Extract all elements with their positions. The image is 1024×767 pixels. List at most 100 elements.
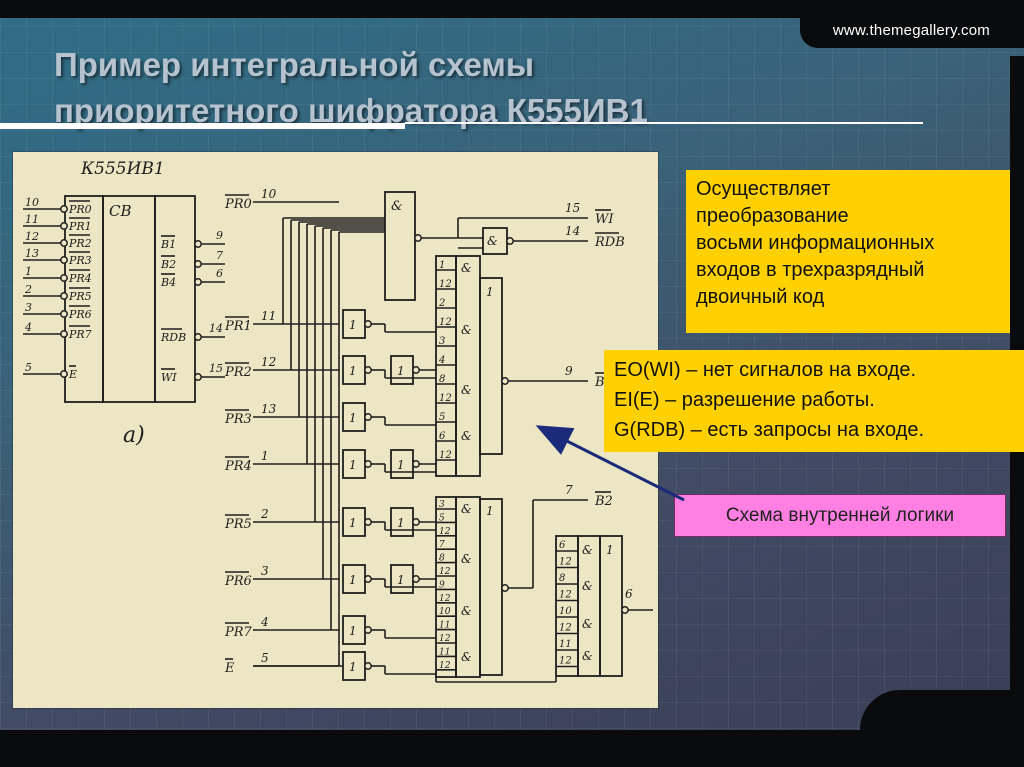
output-pin: 14 xyxy=(565,224,580,238)
chip-input-bubble xyxy=(60,330,68,338)
chip-input-name: PR2 xyxy=(68,237,92,250)
chip-input-pin: 13 xyxy=(25,247,39,260)
chip-output-pin: 15 xyxy=(209,362,223,375)
inverter-output xyxy=(364,366,372,374)
group-2-input-pin: 11 xyxy=(439,647,450,657)
signal-line-1: EO(WI) – нет сигналов на входе. xyxy=(614,359,917,381)
input-name: PR2 xyxy=(224,365,252,380)
chip-input-pin: 1 xyxy=(25,265,32,278)
group-2-input-pin: 8 xyxy=(439,554,445,564)
chip-output-pin: 7 xyxy=(216,249,223,262)
chip-input-bubble xyxy=(60,310,68,318)
input-name: E xyxy=(224,661,235,676)
title-underline-thick xyxy=(0,123,405,129)
or-1-output xyxy=(501,377,509,385)
group-1-input-pin: 12 xyxy=(439,450,452,461)
inverter-2-symbol: 1 xyxy=(397,364,405,378)
bottom-bar xyxy=(0,730,1024,767)
inverter-symbol: 1 xyxy=(349,516,357,530)
description-line-3: восьми информационных xyxy=(696,232,935,254)
group-2-input-pin: 7 xyxy=(439,540,445,550)
group-3-input-pin: 12 xyxy=(559,656,572,667)
input-pin: 3 xyxy=(261,564,269,578)
and-1-symbol: & xyxy=(461,261,472,275)
input-name: PR3 xyxy=(224,412,252,427)
chip-input-name: PR6 xyxy=(68,308,92,321)
or-gate-3 xyxy=(599,535,623,677)
inverter-2-output xyxy=(412,575,420,583)
signal-line-2: EI(E) – разрешение работы. xyxy=(614,389,875,411)
inverter-output xyxy=(364,575,372,583)
chip-output-pin: 6 xyxy=(216,267,223,280)
chip-input-bubble xyxy=(60,256,68,264)
chip-output-column xyxy=(154,195,196,403)
chip-output-name: B2 xyxy=(160,258,176,271)
chip-function: CB xyxy=(109,202,132,220)
group-2-input-pin: 12 xyxy=(439,634,451,644)
inverter-symbol: 1 xyxy=(349,318,357,332)
chip-input-name: PR4 xyxy=(68,272,92,285)
inverter-symbol: 1 xyxy=(349,458,357,472)
and-1-symbol: & xyxy=(461,383,472,397)
and-1-symbol: & xyxy=(461,429,472,443)
schematic-drawing: К555ИВ1CB10PR011PR112PR213PR31PR42PR53PR… xyxy=(23,159,653,683)
or-2-symbol: 1 xyxy=(486,504,494,518)
input-pin: 2 xyxy=(260,507,269,521)
description-line-2: преобразование xyxy=(696,205,849,227)
output-pin: 7 xyxy=(565,483,573,497)
callout-box: Схема внутренней логики xyxy=(674,494,1006,537)
output-name: WI xyxy=(595,212,614,227)
input-name: PR7 xyxy=(224,625,253,640)
chip-output-name: B4 xyxy=(160,276,176,289)
chip-input-pin: 10 xyxy=(25,196,39,209)
input-pin: 1 xyxy=(261,449,269,463)
input-pin: 12 xyxy=(261,355,276,369)
chip-output-bubble xyxy=(194,278,202,286)
chip-input-pin: 2 xyxy=(24,283,32,296)
or-gate-1 xyxy=(479,277,503,455)
inverter-symbol: 1 xyxy=(349,573,357,587)
inverter-output xyxy=(364,460,372,468)
group-1-input-pin: 4 xyxy=(438,355,445,366)
and-3-symbol: & xyxy=(582,617,593,631)
slide-title: Пример интегральной схемы приоритетного … xyxy=(54,42,814,134)
output-pin: 9 xyxy=(565,364,573,378)
and-1-symbol: & xyxy=(461,323,472,337)
input-name: PR1 xyxy=(224,319,252,334)
top-and-output xyxy=(414,234,422,242)
group-1-input-pin: 6 xyxy=(439,431,446,442)
group-1-input-pin: 2 xyxy=(438,298,445,309)
inverter-output xyxy=(364,662,372,670)
input-pin: 5 xyxy=(261,651,269,665)
chip-input-pin: 3 xyxy=(25,301,32,314)
and-3-symbol: & xyxy=(582,649,593,663)
inverter-2-symbol: 1 xyxy=(397,458,405,472)
and-2-symbol: & xyxy=(461,604,472,618)
chip-input-name: PR5 xyxy=(68,290,92,303)
inverter-output xyxy=(364,320,372,328)
chip-output-bubble xyxy=(194,260,202,268)
input-pin: 4 xyxy=(260,615,269,629)
inverter-output xyxy=(364,413,372,421)
chip-output-pin: 14 xyxy=(209,322,223,335)
inverter-2-output xyxy=(412,460,420,468)
chip-input-name: PR1 xyxy=(68,220,92,233)
signal-line-3: G(RDB) – есть запросы на входе. xyxy=(614,419,925,441)
and-group-1-body xyxy=(455,255,481,477)
group-3-input-pin: 12 xyxy=(559,623,572,634)
or-3-output xyxy=(621,606,629,614)
group-1-input-pin: 5 xyxy=(439,412,445,423)
inverter-output xyxy=(364,518,372,526)
chip-output-name: RDB xyxy=(160,331,186,344)
top-and-gate xyxy=(384,191,416,301)
group-2-input-pin: 12 xyxy=(439,567,451,577)
signals-box: EO(WI) – нет сигналов на входе. EI(E) – … xyxy=(604,350,1024,452)
group-1-input-pin: 8 xyxy=(439,374,445,385)
inverter-symbol: 1 xyxy=(349,660,357,674)
chip-input-name: PR7 xyxy=(68,328,92,341)
chip-input-pin: 12 xyxy=(25,230,39,243)
and-3-symbol: & xyxy=(582,579,593,593)
inverter-output xyxy=(364,626,372,634)
group-2-input-pin: 3 xyxy=(439,500,445,510)
inverter-2-symbol: 1 xyxy=(397,516,405,530)
